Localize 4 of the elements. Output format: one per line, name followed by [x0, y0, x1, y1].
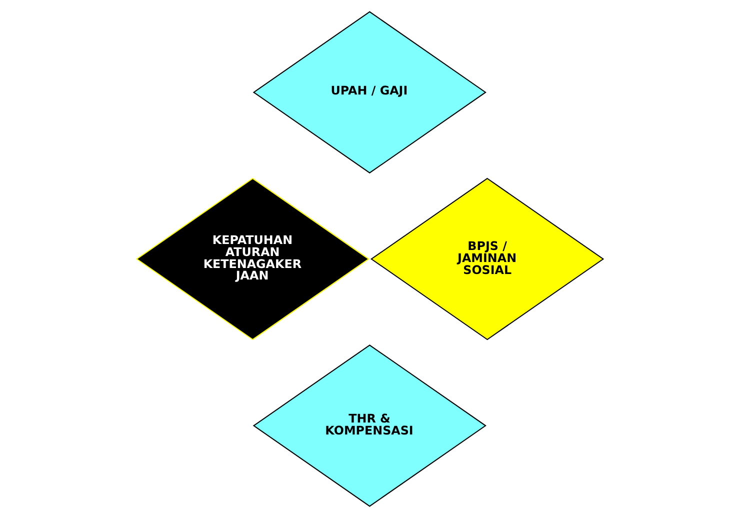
- node-diamond: THR & KOMPENSASI: [252, 344, 486, 506]
- node-diamond: KEPATUHAN ATURAN KETENAGAKER JAAN: [136, 177, 370, 340]
- node-diamond: BPJS / JAMINAN SOSIAL: [370, 177, 604, 340]
- node-diamond: UPAH / GAJI: [252, 10, 486, 173]
